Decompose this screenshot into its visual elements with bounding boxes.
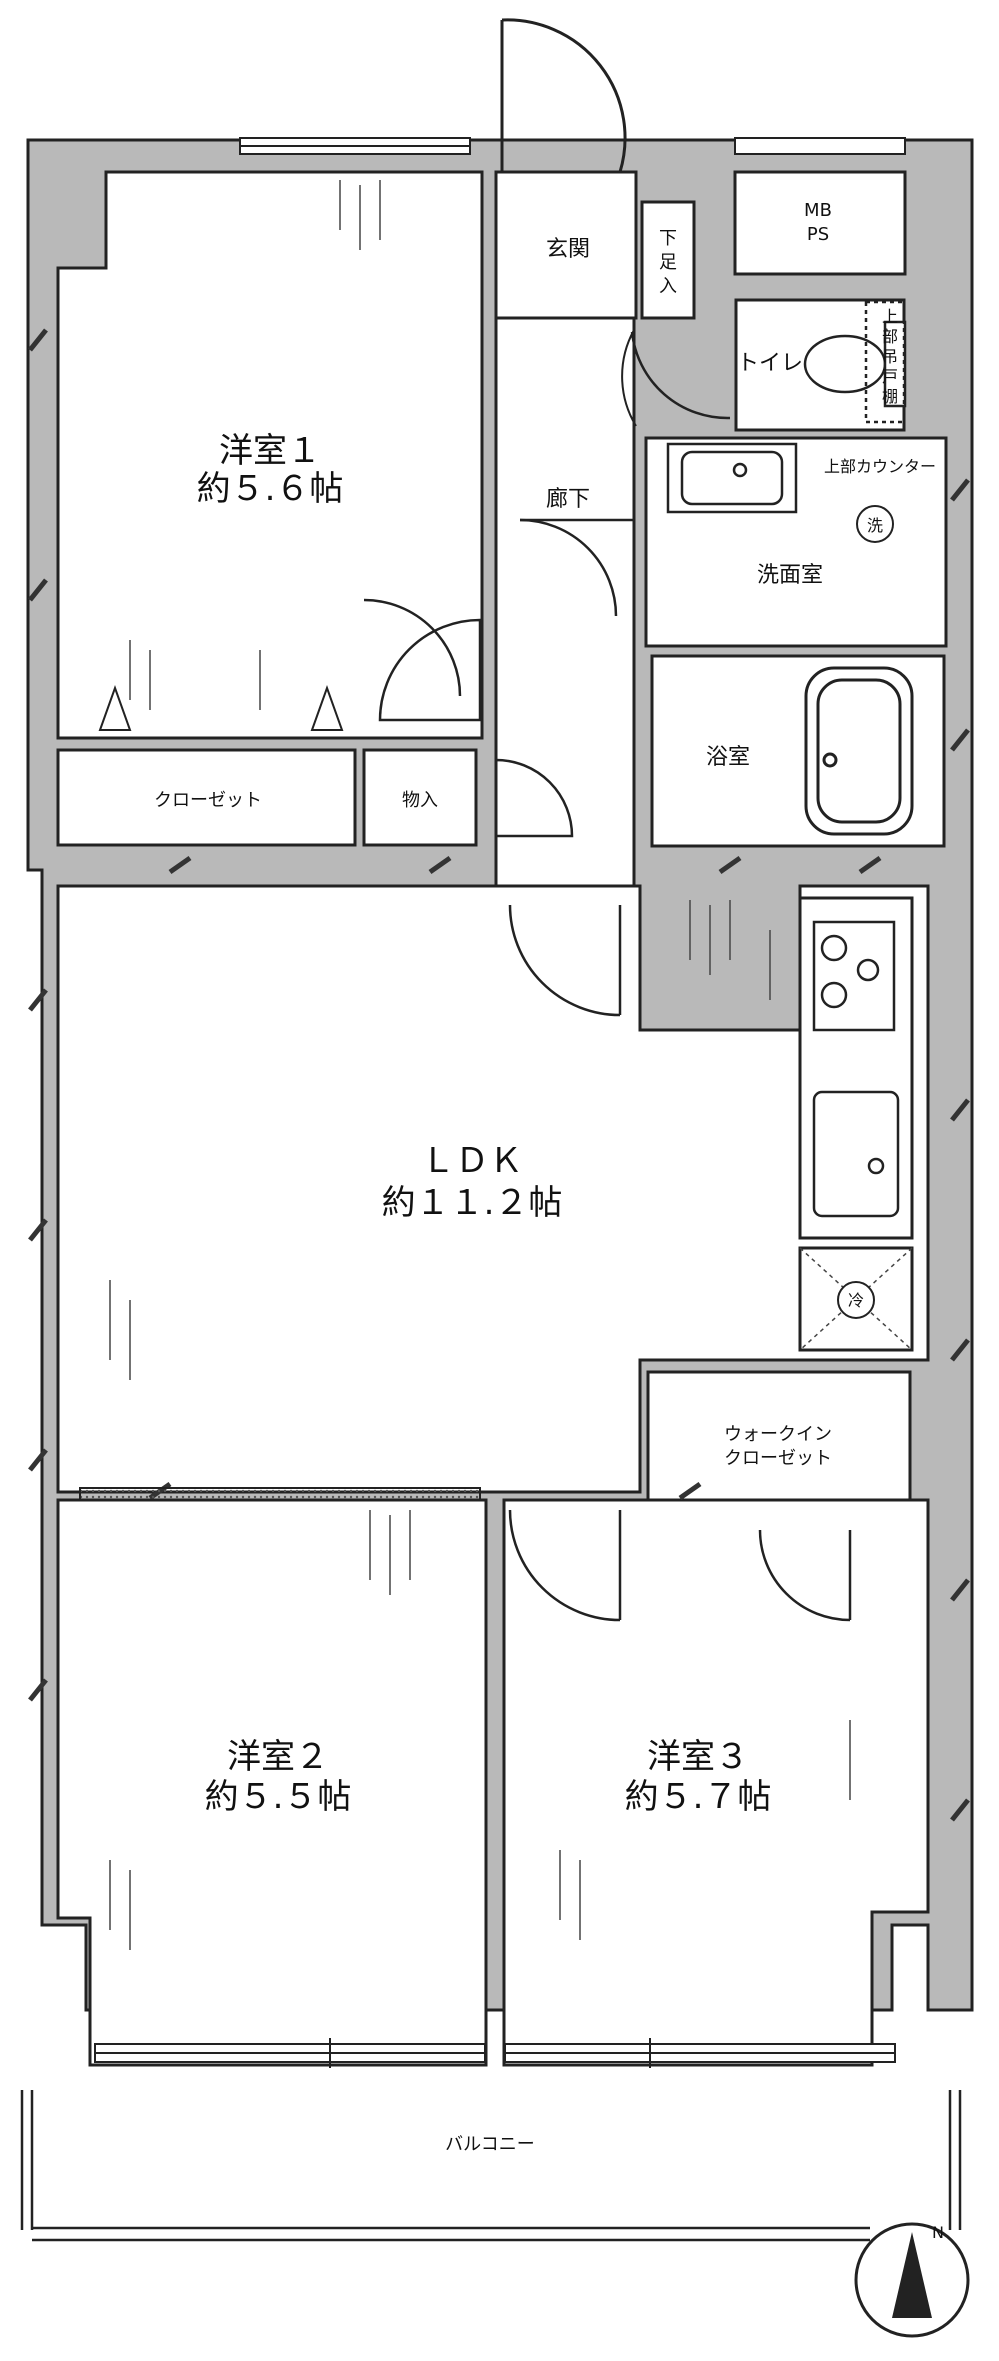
mbps-floor bbox=[733, 170, 907, 276]
wall-hatches bbox=[28, 328, 970, 1822]
western3-name: 洋室３ bbox=[647, 1737, 749, 1777]
western1-area: 約５.６帖 bbox=[197, 469, 344, 509]
upper-cabinet-2: 部 bbox=[882, 327, 898, 346]
shoe-cabinet-line3: 入 bbox=[659, 276, 677, 297]
ps-label: PS bbox=[807, 224, 829, 245]
hallway-label: 廊下 bbox=[546, 487, 590, 512]
upper-cabinet-3: 吊 bbox=[882, 347, 898, 366]
upper-cabinet-1: 上 bbox=[882, 307, 898, 326]
western3-floor bbox=[502, 1498, 930, 2067]
stove-icon bbox=[812, 920, 896, 1032]
bathtub-icon bbox=[804, 666, 914, 836]
entrance-floor bbox=[494, 170, 638, 320]
washroom-label: 洗面室 bbox=[757, 563, 823, 588]
storage-floor bbox=[362, 748, 478, 847]
floor-texture bbox=[109, 180, 851, 1950]
balcony bbox=[20, 2090, 962, 2242]
closet-floor bbox=[56, 748, 357, 847]
compass-icon: N bbox=[854, 2222, 970, 2338]
shoe-cabinet bbox=[640, 200, 696, 320]
walkin-line1: ウォークイン bbox=[724, 1424, 832, 1445]
ldk-name: ＬＤＫ bbox=[421, 1141, 523, 1181]
upper-cabinet-5: 棚 bbox=[882, 387, 898, 406]
western2-floor bbox=[56, 1498, 488, 2067]
storage-label: 物入 bbox=[402, 790, 438, 811]
upper-counter-label: 上部カウンター bbox=[824, 457, 936, 476]
washer-mark-circle bbox=[856, 505, 894, 543]
walkin-line2: クローゼット bbox=[724, 1448, 832, 1469]
entrance-label: 玄関 bbox=[546, 237, 590, 262]
kitchen-sink-icon bbox=[812, 1090, 900, 1218]
ldk-area: 約１１.２帖 bbox=[382, 1183, 563, 1223]
closet-label: クローゼット bbox=[154, 790, 262, 811]
western2-name: 洋室２ bbox=[227, 1737, 329, 1777]
shoe-cabinet-line1: 下 bbox=[659, 228, 677, 249]
compass-north-label: N bbox=[932, 2223, 944, 2242]
fridge-mark: 冷 bbox=[848, 1291, 864, 1310]
washer-mark: 洗 bbox=[867, 516, 883, 535]
upper-cabinet-4: 戸 bbox=[882, 367, 898, 386]
toilet-label: トイレ bbox=[737, 351, 803, 376]
walkin-floor bbox=[646, 1370, 912, 1524]
balcony-label: バルコニー bbox=[445, 2134, 535, 2155]
entrance-door[interactable] bbox=[500, 18, 627, 173]
shoe-cabinet-line2: 足 bbox=[659, 252, 677, 273]
western3-area: 約５.７帖 bbox=[625, 1777, 772, 1817]
sink-icon bbox=[666, 442, 798, 514]
closet-hinges bbox=[98, 685, 344, 731]
western1-floor bbox=[56, 170, 484, 740]
bath-label: 浴室 bbox=[706, 745, 750, 770]
western1-name: 洋室１ bbox=[219, 431, 321, 471]
interior-doors bbox=[363, 329, 852, 1622]
western2-area: 約５.５帖 bbox=[205, 1777, 352, 1817]
windows bbox=[94, 137, 906, 2068]
sliding-partition bbox=[79, 1487, 481, 1501]
hallway-floor bbox=[494, 316, 636, 888]
mb-label: MB bbox=[804, 200, 832, 221]
toilet-icon bbox=[803, 300, 907, 424]
fridge-mark-circle bbox=[837, 1281, 875, 1319]
room-floors bbox=[56, 170, 948, 2067]
